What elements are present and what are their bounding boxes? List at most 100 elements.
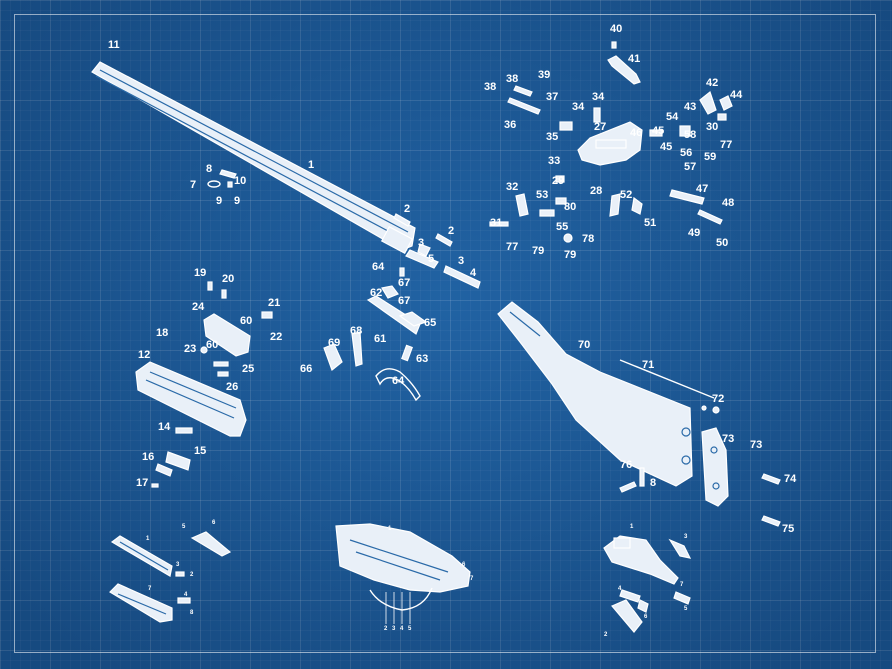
callout-label: 73: [722, 433, 734, 445]
inset-callout-label: 7: [680, 582, 684, 588]
callout-label: 38: [506, 73, 518, 85]
callout-label: 64: [392, 375, 405, 387]
inset-callout-label: 5: [408, 626, 412, 632]
callout-label: 30: [706, 121, 718, 133]
callout-label: 14: [158, 421, 171, 433]
callout-label: 60: [206, 339, 218, 351]
callout-labels: 1 2 2 3 3 4 5 7 8 9 9 10 11 12 14 15 16 …: [108, 23, 797, 535]
callout-label: 31: [490, 217, 502, 229]
callout-label: 21: [268, 297, 280, 309]
callout-label: 34: [572, 101, 585, 113]
callout-label: 56: [680, 147, 692, 159]
inset-callout-label: 6: [462, 562, 466, 568]
barrel-icon: [91, 61, 416, 254]
callout-label: 5: [428, 253, 434, 265]
inset-callout-labels: 1 2 3 4 5 6 7 8 1 2 3 4 5 6 7 1 2 3 4 5 …: [146, 520, 688, 638]
trigger-guard-icon: [335, 523, 471, 624]
callout-label: 27: [594, 121, 606, 133]
callout-label: 78: [582, 233, 594, 245]
inset-callout-label: 2: [190, 572, 194, 578]
callout-label: 70: [578, 339, 590, 351]
callout-label: 46: [630, 127, 642, 139]
callout-label: 34: [592, 91, 605, 103]
callout-label: 66: [300, 363, 312, 375]
callout-label: 44: [730, 89, 743, 101]
inset-callout-label: 2: [384, 626, 388, 632]
callout-label: 41: [628, 53, 640, 65]
callout-label: 33: [548, 155, 560, 167]
inset-callout-label: 3: [176, 562, 180, 568]
inset-callout-label: 6: [644, 614, 648, 620]
callout-label: 38: [484, 81, 496, 93]
callout-label: 48: [722, 197, 734, 209]
receiver-parts-icon: [489, 41, 733, 243]
inset-callout-label: 3: [684, 534, 688, 540]
callout-label: 43: [684, 101, 696, 113]
callout-label: 12: [138, 349, 150, 361]
callout-label: 45: [660, 141, 672, 153]
callout-label: 22: [270, 331, 282, 343]
inset-callout-label: 5: [684, 606, 688, 612]
callout-label: 65: [424, 317, 436, 329]
callout-label: 42: [706, 77, 718, 89]
inset-callout-label: 1: [630, 524, 634, 530]
callout-label: 79: [532, 245, 544, 257]
callout-label: 8: [206, 163, 212, 175]
callout-label: 51: [644, 217, 656, 229]
inset-callout-label: 7: [148, 586, 152, 592]
callout-label: 69: [328, 337, 340, 349]
inset-callout-label: 1: [146, 536, 150, 542]
callout-label: 37: [546, 91, 558, 103]
small-pins-icon: [207, 169, 237, 188]
callout-label: 74: [784, 473, 797, 485]
callout-label: 52: [620, 189, 632, 201]
callout-label: 73: [750, 439, 762, 451]
callout-label: 10: [234, 175, 246, 187]
callout-label: 67: [398, 295, 410, 307]
callout-label: 15: [194, 445, 206, 457]
callout-label: 49: [688, 227, 700, 239]
inset-callout-label: 7: [470, 576, 474, 582]
callout-label: 47: [696, 183, 708, 195]
latch-parts-icon: [151, 427, 193, 488]
callout-label: 26: [226, 381, 238, 393]
callout-label: 80: [564, 201, 576, 213]
inset-callout-label: 5: [182, 524, 186, 530]
callout-label: 4: [470, 267, 477, 279]
callout-label: 75: [782, 523, 794, 535]
inset-callout-label: 6: [212, 520, 216, 526]
inset-callout-label: 4: [184, 592, 188, 598]
callout-label: 23: [184, 343, 196, 355]
forend-icon: [135, 361, 247, 437]
lock-parts-icon: [323, 267, 428, 402]
callout-label: 1: [308, 159, 314, 171]
callout-label: 17: [136, 477, 148, 489]
callout-label: 16: [142, 451, 154, 463]
callout-label: 77: [720, 139, 732, 151]
callout-label: 55: [556, 221, 568, 233]
inset-callout-label: 8: [190, 610, 194, 616]
callout-label: 61: [374, 333, 386, 345]
callout-label: 71: [642, 359, 654, 371]
callout-label: 62: [370, 287, 382, 299]
callout-label: 53: [536, 189, 548, 201]
callout-label: 54: [666, 111, 679, 123]
callout-label: 63: [416, 353, 428, 365]
callout-label: 2: [448, 225, 454, 237]
inset-callout-label: 4: [400, 626, 404, 632]
callout-label: 76: [620, 459, 632, 471]
inset-receiver-icon: [603, 535, 692, 633]
callout-label: 3: [458, 255, 464, 267]
callout-label: 35: [546, 131, 558, 143]
inset-callout-label: 1: [388, 526, 392, 532]
inset-forend-icon: [109, 531, 232, 623]
callout-label: 68: [350, 325, 362, 337]
callout-label: 7: [190, 179, 196, 191]
callout-label: 60: [240, 315, 252, 327]
stock-icon: [497, 301, 729, 507]
callout-label: 9: [216, 195, 222, 207]
forend-iron-icon: [200, 281, 273, 377]
callout-label: 9: [234, 195, 240, 207]
